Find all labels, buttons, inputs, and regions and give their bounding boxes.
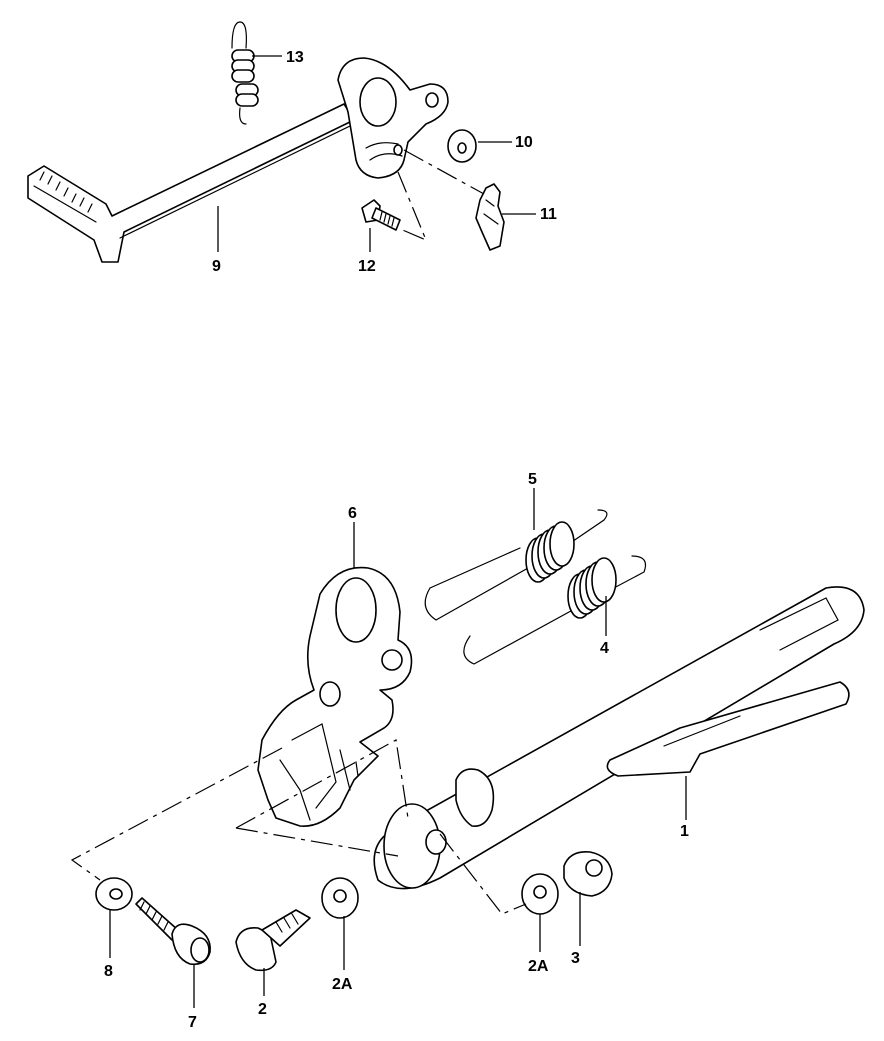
callout-2a-right: 2A xyxy=(528,958,549,975)
callout-5: 5 xyxy=(528,471,537,488)
callout-7: 7 xyxy=(188,1014,197,1031)
callout-11: 11 xyxy=(540,206,557,223)
callout-4: 4 xyxy=(600,640,609,657)
callout-6: 6 xyxy=(348,505,357,522)
washer-part-10 xyxy=(447,129,477,163)
callout-12: 12 xyxy=(358,258,376,275)
bolt-part-12 xyxy=(361,199,401,231)
callout-2: 2 xyxy=(258,1001,267,1018)
spring-part-13 xyxy=(231,21,259,125)
bolt-part-2 xyxy=(235,909,311,972)
spring-part-5 xyxy=(424,509,608,621)
bracket-part-6 xyxy=(257,566,413,827)
side-stand-part-1 xyxy=(373,586,865,890)
callout-2a-left: 2A xyxy=(332,976,353,993)
bolt-part-7 xyxy=(135,897,211,966)
callout-8: 8 xyxy=(104,963,113,980)
washer-part-2a-right xyxy=(521,873,559,915)
clip-part-11 xyxy=(475,183,505,251)
callout-13: 13 xyxy=(286,49,304,66)
brake-pedal-part-9 xyxy=(27,57,449,263)
spring-part-4 xyxy=(463,555,647,665)
callout-3: 3 xyxy=(571,950,580,967)
washer-part-8 xyxy=(95,877,133,911)
nut-part-3 xyxy=(563,850,613,897)
callout-1: 1 xyxy=(680,823,689,840)
washer-part-2a-left xyxy=(321,877,359,919)
callout-10: 10 xyxy=(515,134,533,151)
callout-9: 9 xyxy=(212,258,221,275)
